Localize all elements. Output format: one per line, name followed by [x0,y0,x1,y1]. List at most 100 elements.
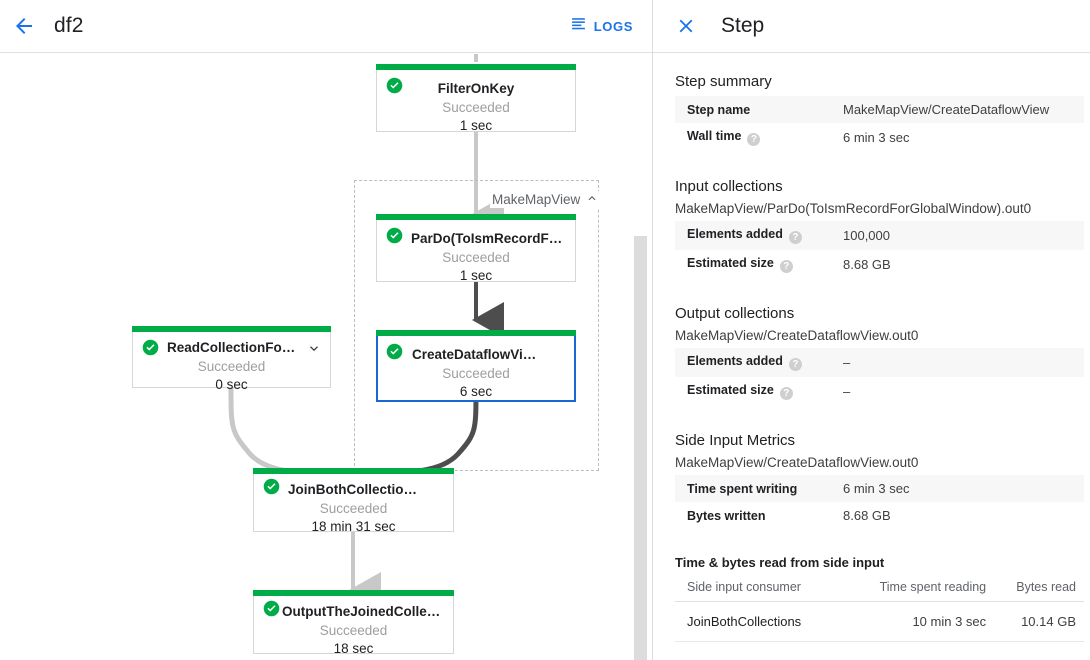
cell-time-spent-reading: 10 min 3 sec [842,601,995,642]
node-time: 18 min 31 sec [311,519,396,534]
node-state: Succeeded [319,501,388,516]
column-header-bytes-read[interactable]: Bytes read [994,574,1084,602]
node-name: ReadCollectionForJoin [167,340,315,355]
table-row: Time spent writing 6 min 3 sec [675,475,1084,502]
node-status-bar [253,590,454,596]
row-key: Elements added? [675,221,843,250]
graph-node-output-the-joined-collec[interactable]: OutputTheJoinedCollec… Succeeded 18 sec [253,590,454,656]
arrow-back-icon[interactable] [12,14,36,38]
step-details-pane: Step Step summary Step name MakeMapView/… [653,0,1090,660]
table-header-row: Side input consumer Time spent reading B… [675,574,1084,602]
row-value: 6 min 3 sec [843,130,910,145]
row-value: 100,000 [843,221,1084,250]
help-icon[interactable]: ? [788,358,802,371]
section-heading-step-summary: Step summary [675,73,772,90]
step-panel-title: Step [721,14,765,37]
composite-label-makemapview[interactable]: MakeMapView [490,191,602,208]
node-name: ParDo(ToIsmRecordFor… [411,231,575,246]
graph-scrollbar-thumb[interactable] [634,236,647,660]
row-value: 6 min 3 sec [843,475,1084,502]
step-panel-header: Step [653,0,1090,53]
node-status-bar [376,330,576,336]
row-value: 8.68 GB [843,257,891,272]
graph-node-create-dataflow-view[interactable]: CreateDataflowView Succeeded 6 sec [376,330,576,402]
composite-label-text: MakeMapView [492,192,581,207]
row-key: Bytes written [687,508,766,523]
node-time: 6 sec [459,384,493,399]
node-state: Succeeded [442,100,510,115]
node-name: JoinBothCollections [288,482,420,497]
side-input-reads-table: Side input consumer Time spent reading B… [675,574,1084,642]
node-status-bar [376,64,576,70]
row-key: Time spent writing [675,475,843,502]
check-circle-icon [386,227,403,244]
job-graph-canvas[interactable]: MakeMapView FilterOnKey Succeeded 1 sec [0,54,652,660]
row-value: MakeMapView/CreateDataflowView [843,96,1084,123]
composite-transform-makemapview[interactable] [354,180,599,471]
cell-side-input-consumer: JoinBothCollections [675,601,843,642]
node-name: OutputTheJoinedCollec… [282,604,448,619]
side-input-metrics-table: Time spent writing 6 min 3 sec Bytes wri… [675,475,1084,529]
job-graph-pane: df2 LOGS [0,0,653,660]
step-summary-table: Step name MakeMapView/CreateDataflowView… [675,96,1084,152]
chevron-down-icon[interactable] [306,340,322,356]
help-icon[interactable]: ? [779,260,793,273]
logs-button-label: LOGS [593,18,633,34]
graph-node-filter-on-key[interactable]: FilterOnKey Succeeded 1 sec [376,64,576,133]
page-title: df2 [54,14,84,37]
node-state: Succeeded [197,359,266,374]
table-row: Bytes written 8.68 GB [675,502,1084,529]
node-status-bar [132,326,331,332]
section-heading-input-collections: Input collections [675,178,783,195]
column-header-side-input-consumer[interactable]: Side input consumer [675,574,843,602]
subject-list-icon [570,15,587,37]
check-circle-icon [386,77,403,94]
section-heading-side-input-reads: Time & bytes read from side input [675,555,885,570]
node-time: 1 sec [459,118,493,133]
graph-scrollbar-track[interactable] [634,54,650,660]
node-name: FilterOnKey [437,81,515,96]
graph-node-join-both-collections[interactable]: JoinBothCollections Succeeded 18 min 31 … [253,468,454,534]
help-icon[interactable]: ? [779,387,793,400]
row-key: Wall time? [675,123,843,152]
table-row: JoinBothCollections 10 min 3 sec 10.14 G… [675,601,1084,642]
node-time: 18 sec [333,641,374,656]
check-circle-icon [263,600,280,617]
row-key: Step name [675,96,843,123]
logs-button[interactable]: LOGS [570,15,633,37]
node-time: 0 sec [215,377,248,392]
column-header-time-spent-reading[interactable]: Time spent reading [842,574,995,602]
node-state: Succeeded [442,250,510,265]
input-collections-table: Elements added? 100,000 Estimated size? … [675,221,1084,279]
side-input-collection-name: MakeMapView/CreateDataflowView.out0 [675,455,919,470]
close-icon[interactable] [675,15,697,37]
graph-node-read-collection-for-join[interactable]: ReadCollectionForJoin Succeeded 0 sec [132,326,331,392]
help-icon[interactable]: ? [747,133,761,146]
node-state: Succeeded [442,366,510,381]
table-row: Wall time? 6 min 3 sec [675,123,1084,152]
input-collection-name: MakeMapView/ParDo(ToIsmRecordForGlobalWi… [675,201,1032,216]
row-value: 8.68 GB [843,508,891,523]
output-collections-table: Elements added? – Estimated size? – [675,348,1084,406]
node-name: CreateDataflowView [412,347,541,362]
check-circle-icon [142,339,159,356]
check-circle-icon [386,343,403,360]
table-row: Estimated size? 8.68 GB [675,250,1084,279]
node-state: Succeeded [319,623,388,638]
cell-bytes-read: 10.14 GB [994,601,1084,642]
row-key: Estimated size? [675,250,843,279]
node-status-bar [376,214,576,220]
table-row: Step name MakeMapView/CreateDataflowView [675,96,1084,123]
table-row: Estimated size? – [675,377,1084,406]
row-key: Elements added? [675,348,843,377]
step-panel-body: Step summary Step name MakeMapView/Creat… [653,53,1090,642]
help-icon[interactable]: ? [788,231,802,244]
row-value: – [843,384,851,399]
node-status-bar [253,468,454,474]
section-heading-side-input-metrics: Side Input Metrics [675,432,796,449]
job-header: df2 LOGS [0,0,652,53]
chevron-up-icon[interactable] [585,191,599,208]
graph-node-pardo-toismrecordfor[interactable]: ParDo(ToIsmRecordFor… Succeeded 1 sec [376,214,576,283]
output-collection-name: MakeMapView/CreateDataflowView.out0 [675,328,919,343]
check-circle-icon [263,478,280,495]
